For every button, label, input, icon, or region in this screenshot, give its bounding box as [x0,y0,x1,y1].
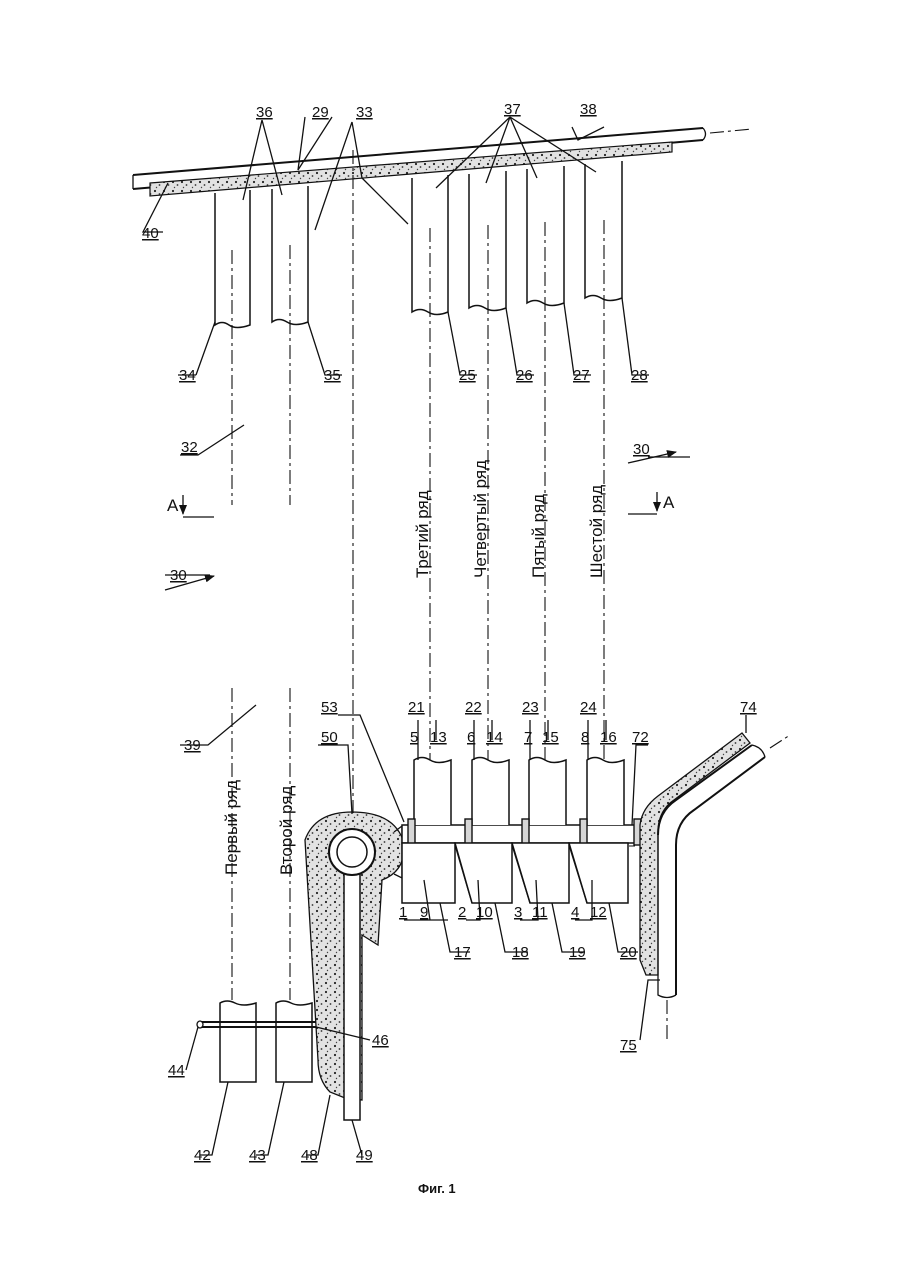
tube-24 [587,758,624,826]
tube-21 [414,758,451,826]
svg-text:42: 42 [194,1147,211,1164]
svg-text:7: 7 [524,729,532,746]
right-riser [640,733,790,1040]
svg-text:30: 30 [633,441,650,458]
svg-text:75: 75 [620,1037,637,1054]
svg-text:14: 14 [486,729,503,746]
svg-text:A: A [663,493,675,512]
svg-text:43: 43 [249,1147,266,1164]
svg-text:9: 9 [420,904,428,921]
svg-text:1: 1 [399,904,407,921]
svg-text:25: 25 [459,367,476,384]
svg-text:15: 15 [542,729,559,746]
svg-text:20: 20 [620,944,637,961]
block-1 [402,843,455,903]
downcomer-assembly [305,812,404,1120]
svg-text:34: 34 [179,367,196,384]
svg-text:53: 53 [321,699,338,716]
svg-text:6: 6 [467,729,475,746]
tube-26-top [469,171,506,311]
svg-text:26: 26 [516,367,533,384]
svg-text:11: 11 [532,904,548,921]
svg-text:A: A [167,496,179,515]
svg-text:12: 12 [590,904,607,921]
svg-text:30: 30 [170,567,187,584]
tube-42 [220,1001,256,1082]
row-label-sixth: Шестой ряд [587,485,606,578]
svg-text:39: 39 [184,737,201,754]
svg-text:13: 13 [430,729,447,746]
row-label-fifth: Пятый ряд [529,494,548,578]
svg-text:49: 49 [356,1147,373,1164]
svg-text:27: 27 [573,367,590,384]
svg-text:35: 35 [324,367,341,384]
svg-text:3: 3 [514,904,522,921]
svg-text:44: 44 [168,1062,185,1079]
svg-text:33: 33 [356,104,373,121]
svg-text:18: 18 [512,944,529,961]
collector-assembly [402,758,641,904]
insulation-75 [640,733,750,975]
svg-text:16: 16 [600,729,617,746]
tube-25-top [412,175,448,315]
lower-left-tubes [197,1001,318,1082]
svg-text:50: 50 [321,729,338,746]
row-label-second: Второй ряд [277,786,296,875]
svg-text:48: 48 [301,1147,318,1164]
tube-23 [529,758,566,826]
svg-text:19: 19 [569,944,586,961]
svg-text:4: 4 [571,904,579,921]
svg-text:5: 5 [410,729,418,746]
svg-text:37: 37 [504,101,521,118]
svg-text:24: 24 [580,699,597,716]
svg-text:21: 21 [408,699,425,716]
section-mark-right: A [628,492,675,514]
svg-text:46: 46 [372,1032,389,1049]
row-label-first: Первый ряд [222,780,241,875]
block-2 [455,843,512,903]
svg-text:32: 32 [181,439,198,456]
tube-22 [472,758,509,826]
svg-text:28: 28 [631,367,648,384]
svg-text:23: 23 [522,699,539,716]
section-mark-left: A [167,495,214,517]
svg-text:74: 74 [740,699,757,716]
svg-text:38: 38 [580,101,597,118]
svg-text:2: 2 [458,904,466,921]
svg-text:17: 17 [454,944,471,961]
svg-text:22: 22 [465,699,482,716]
downcomer-pipe-49 [344,848,360,1120]
figure-caption: Фиг. 1 [418,1181,456,1196]
row-label-fourth: Четвертый ряд [471,460,490,578]
svg-text:40: 40 [142,225,159,242]
collector-bar-72 [402,825,638,843]
svg-text:8: 8 [581,729,589,746]
svg-text:10: 10 [476,904,493,921]
svg-text:29: 29 [312,104,329,121]
svg-text:36: 36 [256,104,273,121]
row-label-third: Третий ряд [413,490,432,578]
tube-43 [276,1001,312,1082]
svg-text:72: 72 [632,729,649,746]
